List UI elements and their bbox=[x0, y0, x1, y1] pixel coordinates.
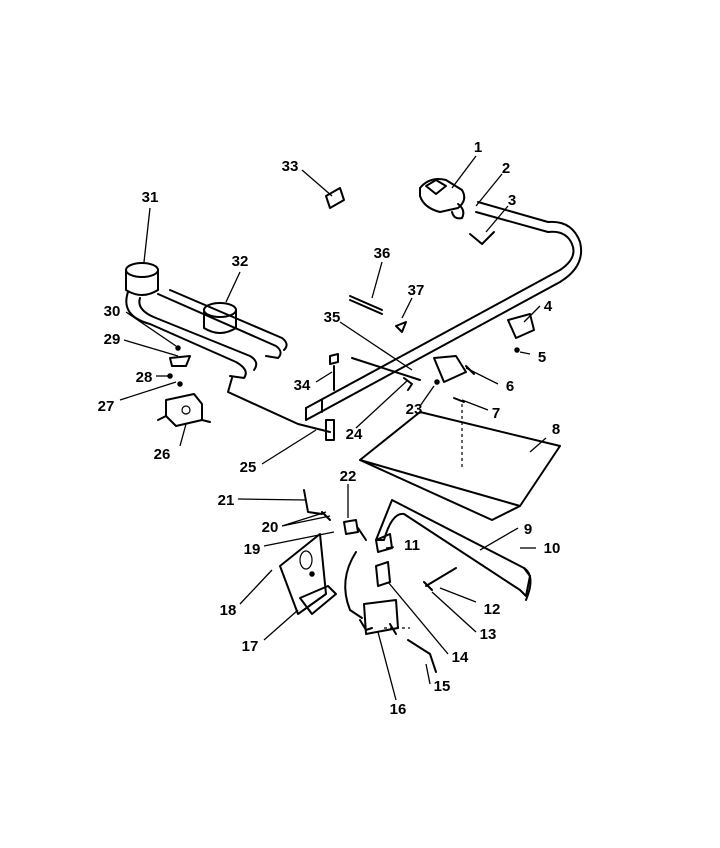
callout-37: 37 bbox=[408, 282, 425, 299]
gas-regulator bbox=[419, 178, 466, 220]
callout-21: 21 bbox=[218, 492, 235, 509]
small-parts bbox=[167, 187, 535, 403]
leader-lines bbox=[119, 155, 547, 701]
callout-19: 19 bbox=[244, 541, 261, 558]
bottom-burner-9 bbox=[375, 499, 532, 601]
injector-parts bbox=[303, 489, 457, 591]
callout-28: 28 bbox=[136, 369, 153, 386]
callout-30: 30 bbox=[104, 303, 121, 320]
callout-34: 34 bbox=[294, 377, 311, 394]
callout-14: 14 bbox=[452, 649, 469, 666]
callout-3: 3 bbox=[508, 192, 516, 209]
callout-16: 16 bbox=[390, 701, 407, 718]
callout-31: 31 bbox=[142, 189, 159, 206]
callout-23: 23 bbox=[406, 401, 423, 418]
callout-9: 9 bbox=[524, 521, 532, 538]
callout-13: 13 bbox=[480, 626, 497, 643]
callout-27: 27 bbox=[98, 398, 115, 415]
callout-4: 4 bbox=[544, 298, 553, 315]
bracket-26 bbox=[157, 393, 211, 427]
callout-29: 29 bbox=[104, 331, 121, 348]
valve-panel-17 bbox=[279, 533, 337, 615]
callout-22: 22 bbox=[340, 468, 357, 485]
callout-7: 7 bbox=[492, 405, 500, 422]
callout-18: 18 bbox=[220, 602, 237, 619]
callout-2: 2 bbox=[502, 160, 510, 177]
callout-6: 6 bbox=[506, 378, 514, 395]
valve-assembly bbox=[343, 519, 437, 673]
callout-26: 26 bbox=[154, 446, 171, 463]
burner-tube-25 bbox=[227, 377, 335, 441]
burner-shield-8 bbox=[359, 404, 561, 521]
callout-33: 33 bbox=[282, 158, 299, 175]
left-burner-assembly bbox=[125, 262, 288, 379]
callout-12: 12 bbox=[484, 601, 501, 618]
callout-25: 25 bbox=[240, 459, 257, 476]
callout-10: 10 bbox=[544, 540, 561, 557]
callout-35: 35 bbox=[324, 309, 341, 326]
callout-1: 1 bbox=[474, 139, 482, 156]
callout-24: 24 bbox=[346, 426, 363, 443]
callout-11: 11 bbox=[404, 537, 420, 554]
callout-5: 5 bbox=[538, 349, 546, 366]
callout-20: 20 bbox=[262, 519, 279, 536]
manifold-pipe bbox=[305, 201, 582, 421]
callout-32: 32 bbox=[232, 253, 249, 270]
callout-15: 15 bbox=[434, 678, 451, 695]
callout-36: 36 bbox=[374, 245, 391, 262]
callout-8: 8 bbox=[552, 421, 560, 438]
callout-labels: 1 2 3 4 5 6 7 8 9 10 11 12 13 14 15 16 1… bbox=[98, 139, 561, 718]
callout-17: 17 bbox=[242, 638, 259, 655]
